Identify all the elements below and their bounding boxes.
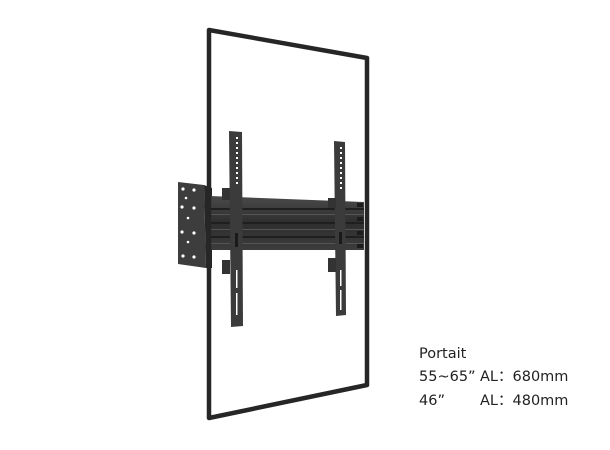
left-vertical-arm bbox=[222, 131, 243, 327]
spec-row: 46” AL：480mm bbox=[419, 389, 568, 413]
horizontal-rails bbox=[210, 196, 364, 250]
screen-size: 46” bbox=[419, 393, 445, 409]
spec-row: 55~65” AL：680mm bbox=[419, 365, 568, 389]
arm-length: AL：480mm bbox=[480, 393, 569, 409]
right-vertical-arm bbox=[328, 141, 346, 316]
spec-block: Portait 55~65” AL：680mm 46” AL：480mm bbox=[419, 343, 568, 413]
display-frame-outline bbox=[206, 27, 370, 421]
orientation-label: Portait bbox=[419, 346, 467, 362]
screen-size: 55~65” bbox=[419, 369, 476, 385]
rail-end-caps bbox=[357, 203, 363, 248]
arm-length: AL：680mm bbox=[480, 369, 569, 385]
